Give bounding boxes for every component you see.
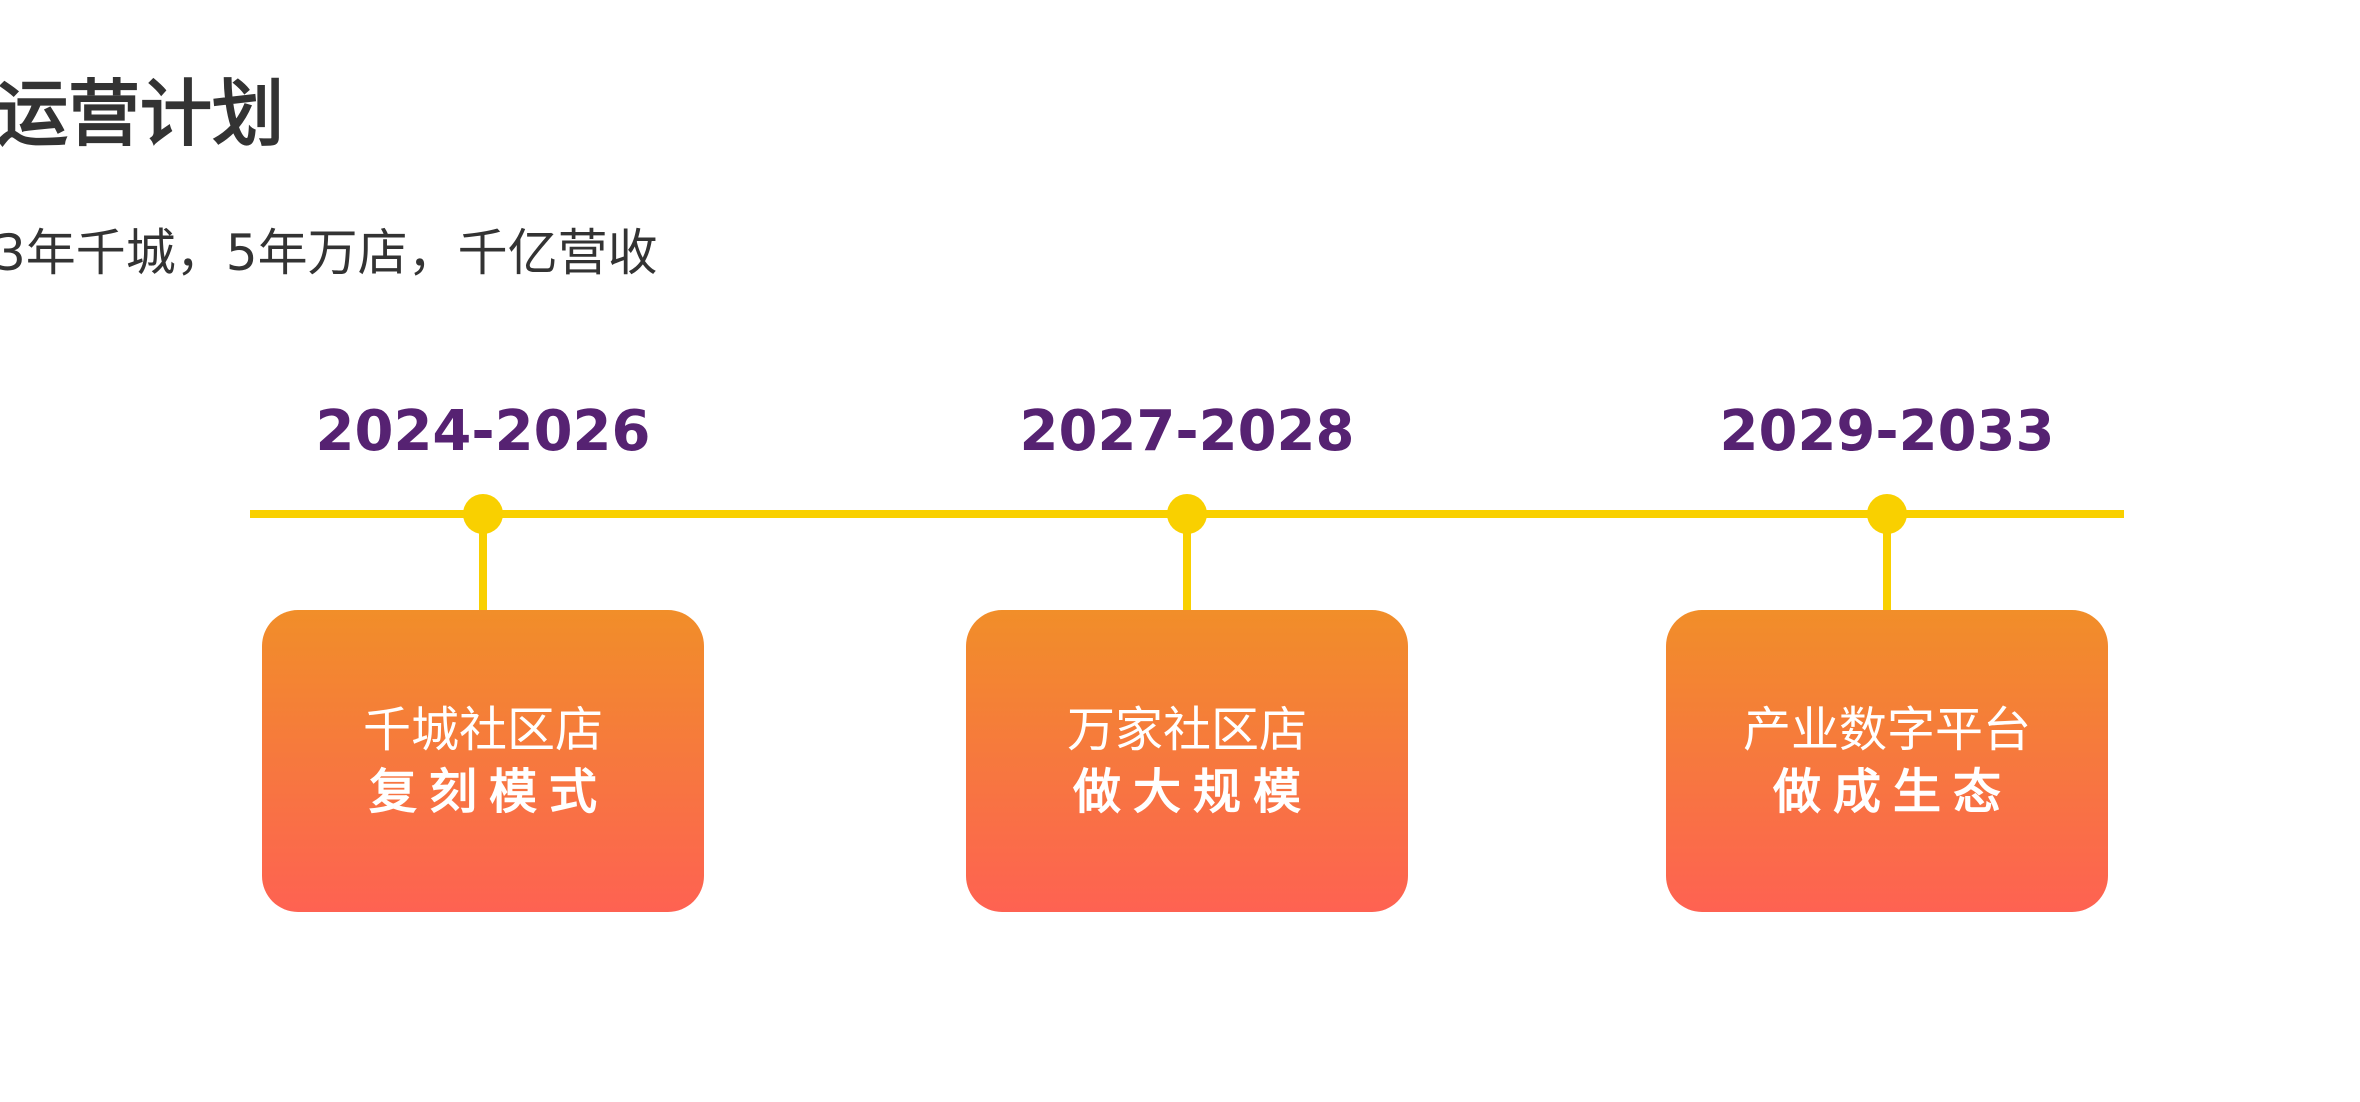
- page-title: 运营计划: [0, 72, 285, 156]
- stage-card-line2: 做大规模: [1072, 764, 1313, 820]
- stage-card-line1: 千城社区店: [362, 702, 603, 758]
- page-subtitle: 3年千城，5年万店，千亿营收: [0, 224, 658, 282]
- timeline-connector: [1883, 520, 1891, 612]
- stage-card-line1: 产业数字平台: [1742, 702, 2031, 758]
- timeline-stage-2: 2027-2028 万家社区店 做大规模: [966, 0, 1408, 1102]
- stage-card-line2: 做成生态: [1772, 764, 2013, 820]
- stage-card: 千城社区店 复刻模式: [262, 610, 704, 912]
- stage-card-line1: 万家社区店: [1066, 702, 1307, 758]
- stage-card-line2: 复刻模式: [368, 764, 609, 820]
- timeline-stage-1: 2024-2026 千城社区店 复刻模式: [262, 0, 704, 1102]
- stage-years: 2024-2026: [315, 399, 651, 464]
- timeline-connector: [1183, 520, 1191, 612]
- stage-years: 2027-2028: [1019, 399, 1355, 464]
- stage-card: 万家社区店 做大规模: [966, 610, 1408, 912]
- stage-card: 产业数字平台 做成生态: [1666, 610, 2108, 912]
- timeline-stage-3: 2029-2033 产业数字平台 做成生态: [1666, 0, 2108, 1102]
- stage-years: 2029-2033: [1719, 399, 2055, 464]
- timeline-connector: [479, 520, 487, 612]
